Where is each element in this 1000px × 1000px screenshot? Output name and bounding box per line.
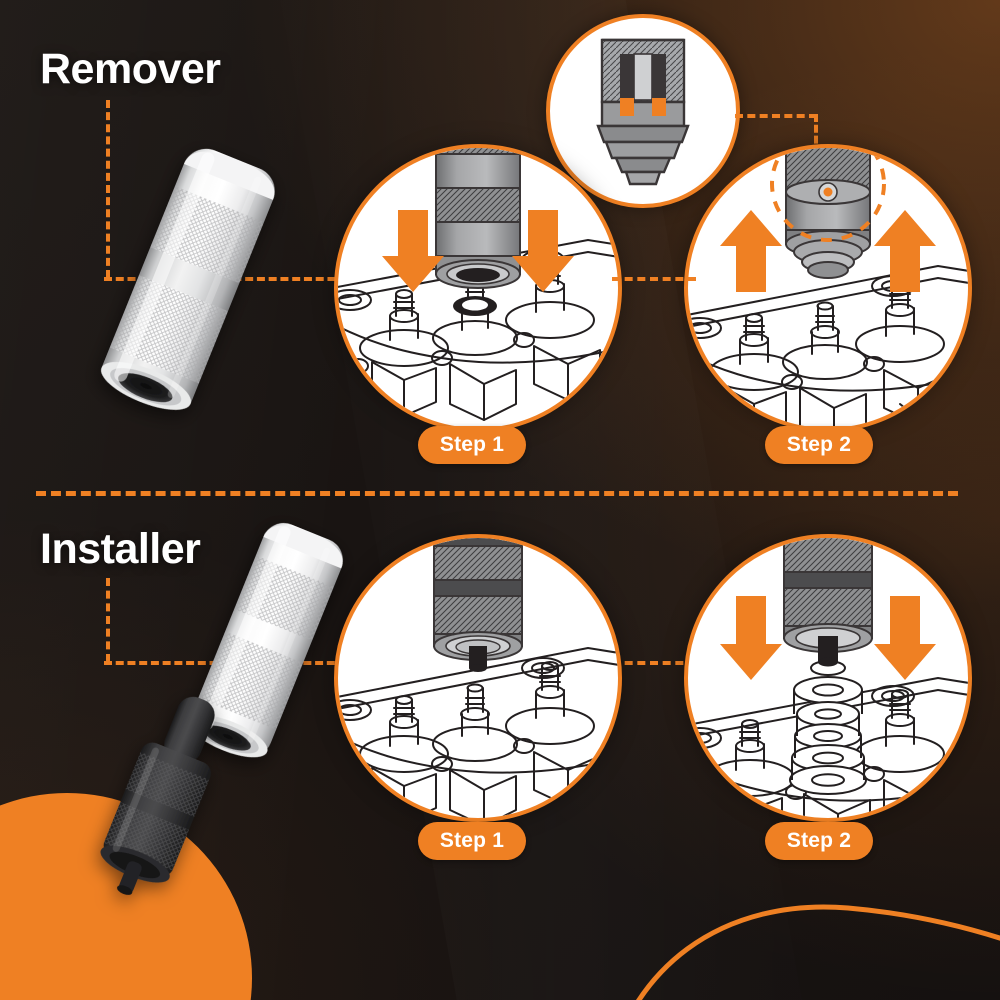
step-pill-installer-2: Step 2: [765, 822, 873, 860]
detail-callout-remover-head: [546, 14, 740, 208]
step-pill-remover-1: Step 1: [418, 426, 526, 464]
illustration-installer-step-2: [684, 534, 972, 822]
product-image-installer-black-driver: [40, 696, 270, 930]
connector-installer-vertical: [106, 578, 110, 662]
step-pill-installer-1: Step 1: [418, 822, 526, 860]
arrow-up-left: [720, 210, 782, 292]
step-pill-installer-1-label: Step 1: [439, 829, 505, 852]
product-image-installer-sleeve: [150, 512, 370, 792]
detail-cross-section-illustration: [596, 38, 690, 186]
illustration-remover-step-1: [334, 144, 622, 432]
section-title-remover: Remover: [40, 45, 221, 93]
arrow-up-right: [874, 210, 936, 292]
connector-installer-between-circles: [612, 661, 696, 665]
connector-detail-to-step2-horizontal: [735, 114, 817, 118]
section-title-installer: Installer: [40, 525, 201, 573]
illustration-remover-step-2: [684, 144, 972, 432]
step-pill-remover-1-label: Step 1: [439, 433, 505, 456]
step-pill-installer-2-label: Step 2: [786, 829, 852, 852]
product-image-remover: [78, 144, 298, 420]
remover-step-1-drawing: [338, 148, 618, 428]
step-pill-remover-2: Step 2: [765, 426, 873, 464]
connector-remover-between-circles: [612, 277, 696, 281]
highlight-jaw-right: [652, 98, 666, 116]
arrow-down-left: [720, 596, 782, 680]
step-pill-remover-2-label: Step 2: [786, 433, 852, 456]
highlight-jaw-left: [620, 98, 634, 116]
highlight-dashed-circle: [770, 148, 886, 242]
decorative-orange-arc: [636, 904, 1000, 1000]
remover-step-2-drawing: [688, 148, 968, 428]
arrow-down-left: [382, 210, 444, 292]
arrow-down-right: [512, 210, 574, 292]
arrow-down-right: [874, 596, 936, 680]
illustration-installer-step-1: [334, 534, 622, 822]
connector-remover-vertical: [106, 100, 110, 278]
installer-step-1-drawing: [338, 538, 618, 818]
installer-step-2-drawing: [688, 538, 968, 818]
section-divider: [36, 491, 958, 496]
